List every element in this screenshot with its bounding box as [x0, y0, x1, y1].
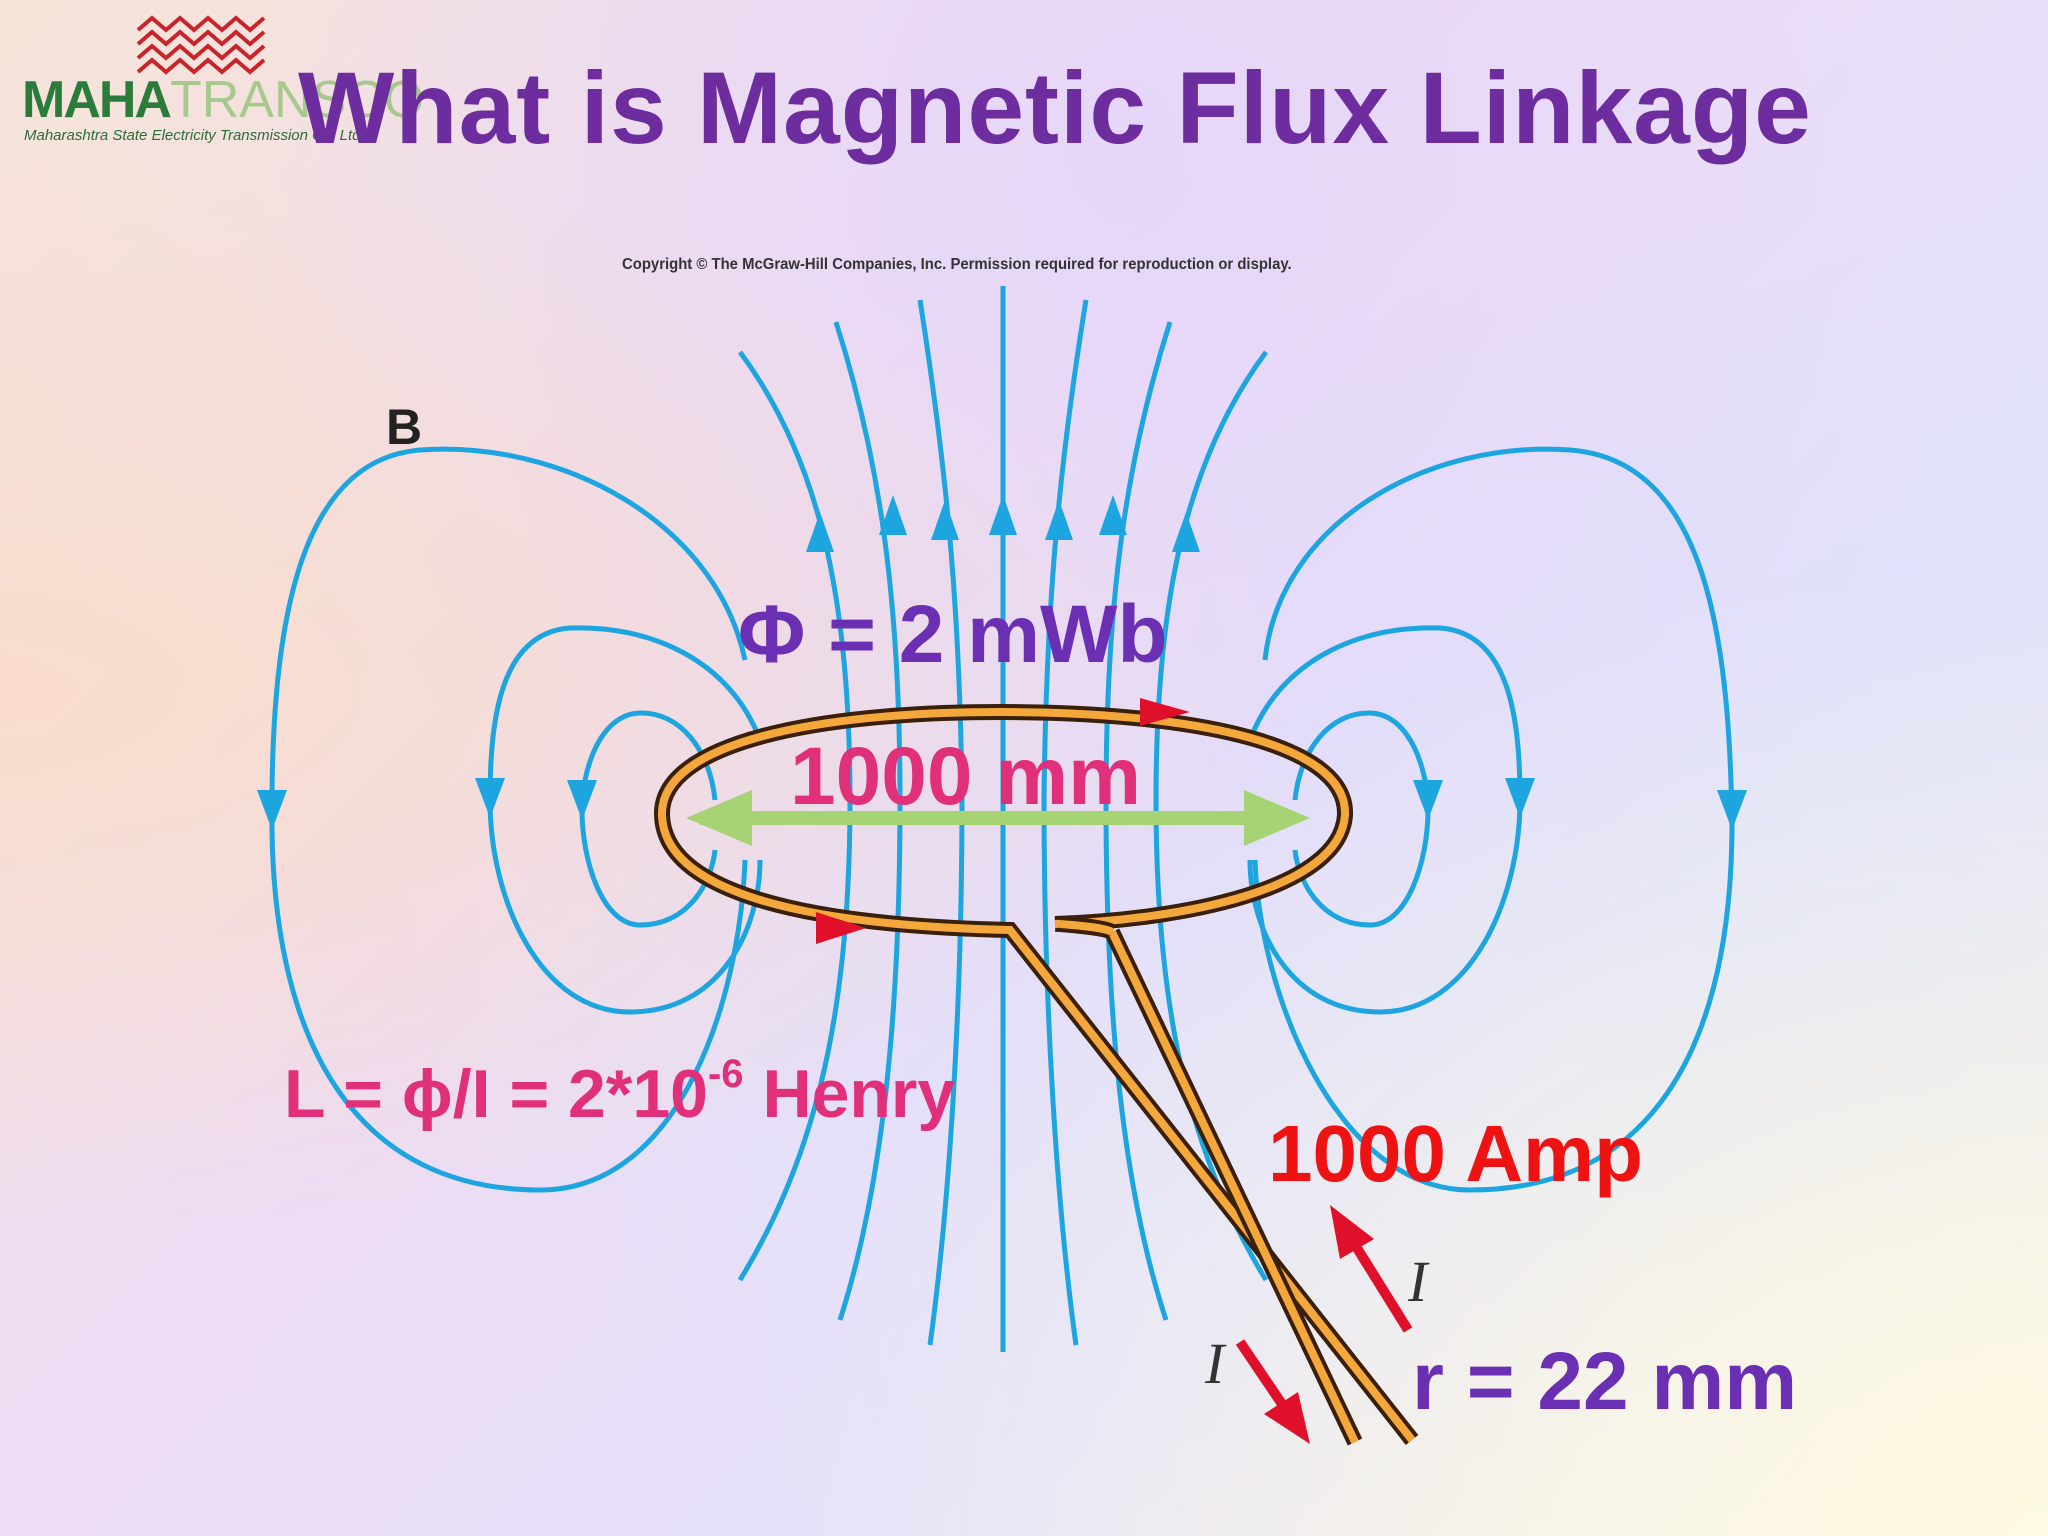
- current-arrow-top: [1140, 698, 1190, 726]
- radius-annotation: r = 22 mm: [1412, 1336, 1798, 1427]
- current-annotation: 1000 Amp: [1268, 1109, 1643, 1198]
- logo-lines-icon: [136, 15, 266, 75]
- inductance-exponent: -6: [707, 1052, 744, 1096]
- field-label-b: B: [386, 399, 423, 455]
- current-arrows: [816, 698, 1190, 944]
- logo-wordmark: MAHATRANSCO: [22, 70, 424, 130]
- logo-brand-bold: MAHA: [22, 71, 172, 129]
- current-arrow-out: [1330, 1205, 1413, 1333]
- diameter-arrow: [686, 790, 1310, 846]
- current-arrow-in: [1235, 1339, 1310, 1444]
- field-lines-right: [1247, 446, 1735, 1193]
- slide-title: What is Magnetic Flux Linkage: [298, 51, 1812, 165]
- field-arrows-down: [257, 778, 1747, 830]
- logo-tagline: Maharashtra State Electricity Transmissi…: [24, 127, 365, 144]
- inductance-base: L = ϕ/I = 2*10: [284, 1056, 708, 1132]
- current-label-out: I: [1408, 1249, 1428, 1314]
- wire-loop: [653, 703, 1419, 1446]
- flux-annotation: Φ = 2 mWb: [738, 589, 1168, 680]
- current-arrow-bottom: [816, 912, 866, 944]
- diameter-annotation: 1000 mm: [790, 731, 1142, 822]
- inductance-annotation: L = ϕ/I = 2*10-6 Henry: [284, 1052, 956, 1133]
- inductance-unit: Henry: [743, 1056, 956, 1132]
- logo-brand-thin: TRANSCO: [169, 71, 425, 129]
- figure-copyright: Copyright © The McGraw-Hill Companies, I…: [622, 256, 1292, 273]
- company-logo: [18, 10, 388, 150]
- field-lines-center: [737, 286, 1269, 1352]
- current-label-in: I: [1205, 1331, 1225, 1396]
- field-arrows-up: [806, 495, 1200, 552]
